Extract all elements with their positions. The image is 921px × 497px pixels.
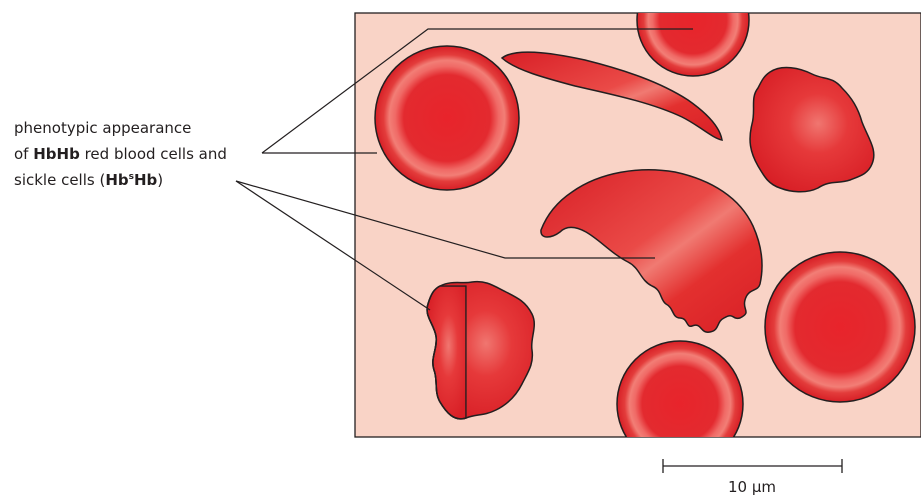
red-blood-cell-left: [375, 46, 519, 190]
annotation-line-3: sickle cells (HbsHb): [14, 171, 163, 189]
red-blood-cell-bottom: [617, 341, 743, 467]
annotation-label: phenotypic appearance of HbHb red blood …: [14, 119, 227, 189]
scale-bar: 10 µm: [663, 459, 842, 496]
annotation-line-1: phenotypic appearance: [14, 119, 191, 137]
scale-bar-label: 10 µm: [728, 478, 776, 496]
annotation-line-2: of HbHb red blood cells and: [14, 145, 227, 163]
red-blood-cell-right: [765, 252, 915, 402]
